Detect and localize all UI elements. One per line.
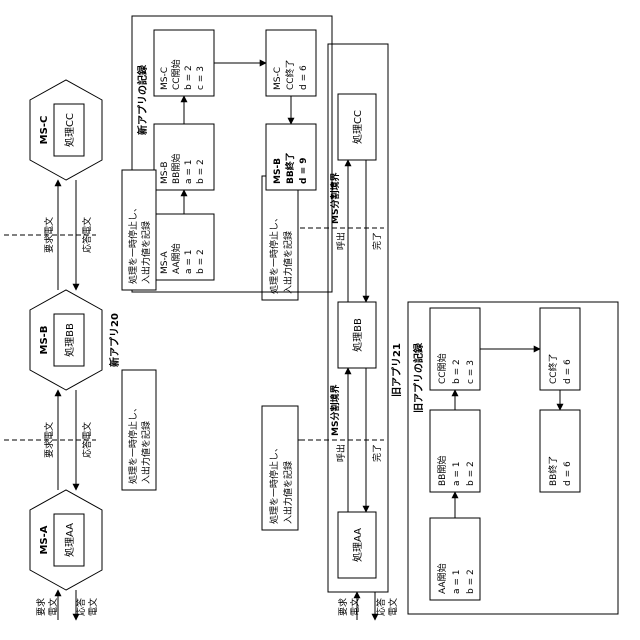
ms-a-label: MS-A [39,525,50,554]
new-response-label-2: 電文 [87,598,99,616]
new-callout-2-line2: 入出力値を記録 [140,221,152,284]
old-call-label-1: 呼出 [335,444,347,462]
old-record-aa-start-line2: a = 1 [452,569,462,594]
new-record-ms-b-end-line3: d = 9 [299,157,309,184]
new-callout-1-line1: 処理を一時停止し、 [127,403,139,484]
old-record-bb-end-line2: d = 6 [563,461,573,486]
new-record-ms-b-line1: MS-B [160,161,170,184]
old-process-cc-label: 処理CC [351,110,364,144]
new-record-ms-b-line3: a = 1 [184,159,194,184]
old-ms-boundary-label-1: MS分割境界 [329,385,341,436]
new-record-ms-b-line4: b = 2 [196,159,206,184]
ms-a-process-label: 処理AA [63,523,76,557]
new-response-label: 応答 [75,598,87,616]
old-request-label: 要求 [337,598,349,616]
old-process-bb-label: 処理BB [351,318,364,352]
ms-c-label: MS-C [39,116,50,145]
new-request-label-2: 電文 [47,598,59,616]
new-record-ms-c-line1: MS-C [160,67,170,90]
new-callout-2-line1: 処理を一時停止し、 [127,203,139,284]
old-record-cc-start-line1: CC開始 [436,353,448,384]
old-record-aa-start-line3: b = 2 [466,569,476,594]
old-record-aa-start-line1: AA開始 [436,563,448,594]
new-record-ms-c-line4: c = 3 [196,66,206,90]
old-record-bb-start-line3: b = 2 [466,461,476,486]
new-request-label: 要求 [35,598,47,616]
old-record-cc-start-line3: c = 3 [466,360,476,384]
old-record-entry-bb-end [540,410,580,492]
old-callout-2-line1: 処理を一時停止し、 [268,213,280,294]
new-record-ms-a-line4: b = 2 [196,249,206,274]
new-record-ms-a-line3: a = 1 [184,249,194,274]
ms-c-process-label: 処理CC [63,113,76,147]
old-record-cc-start-line2: b = 2 [452,359,462,384]
new-callout-text-1: 処理を一時停止し、入出力値を記録 [122,370,156,490]
new-record-ms-c-end-line2: CC終了 [284,59,296,90]
ms-b-process-label: 処理BB [63,323,76,357]
new-record-ms-a-line2: AA開始 [170,243,182,274]
old-callout-1-line1: 処理を一時停止し、 [268,443,280,524]
new-record-ms-c-end-line1: MS-C [273,67,283,90]
new-callout-text-2: 処理を一時停止し、入出力値を記録 [122,170,156,290]
old-request-label-2: 電文 [349,598,361,616]
old-record-cc-end-line1: CC終了 [547,353,559,384]
old-process-aa-label: 処理AA [351,528,364,562]
new-record-ms-c-line2: CC開始 [170,59,182,90]
old-callout-1-line2: 入出力値を記録 [282,461,294,524]
old-record-entry-cc-end [540,308,580,390]
old-record-bb-end-line1: BB終了 [547,456,559,486]
old-app-title: 旧アプリ21 [390,343,403,397]
new-app-title: 新アプリ20 [108,313,121,367]
old-done-label-2: 完了 [371,232,383,250]
new-record-ms-c-line3: b = 2 [184,65,194,90]
old-ms-boundary-label-2: MS分割境界 [329,173,341,224]
new-record-ms-b-end-line2: BB終了 [284,152,296,184]
new-record-ms-b-end-line1: MS-B [273,158,283,184]
new-record-section: 新アプリの記録 MS-A AA開始 a = 1 b = 2 MS-B BB開始 … [132,16,332,292]
new-record-ms-a-line1: MS-A [160,250,170,274]
old-response-label-2: 電文 [387,598,399,616]
old-record-cc-end-line2: d = 6 [563,359,573,384]
old-record-bb-start-line2: a = 1 [452,461,462,486]
old-record-title: 旧アプリの記録 [412,342,425,413]
old-callout-2-line2: 入出力値を記録 [282,231,294,294]
new-callout-1-line2: 入出力値を記録 [140,421,152,484]
new-record-title: 新アプリの記録 [136,64,149,135]
ms-b-label: MS-B [39,326,50,355]
old-done-label-1: 完了 [371,444,383,462]
old-response-label: 応答 [375,598,387,616]
new-app-section: 要求 電文 応答 電文 MS-A 処理AA MS-B 処理BB MS-C 処理C… [4,80,121,620]
old-call-label-2: 呼出 [335,232,347,250]
new-record-ms-c-end-line3: d = 6 [299,65,309,90]
new-record-ms-b-line2: BB開始 [170,154,182,184]
old-record-bb-start-line1: BB開始 [436,456,448,486]
